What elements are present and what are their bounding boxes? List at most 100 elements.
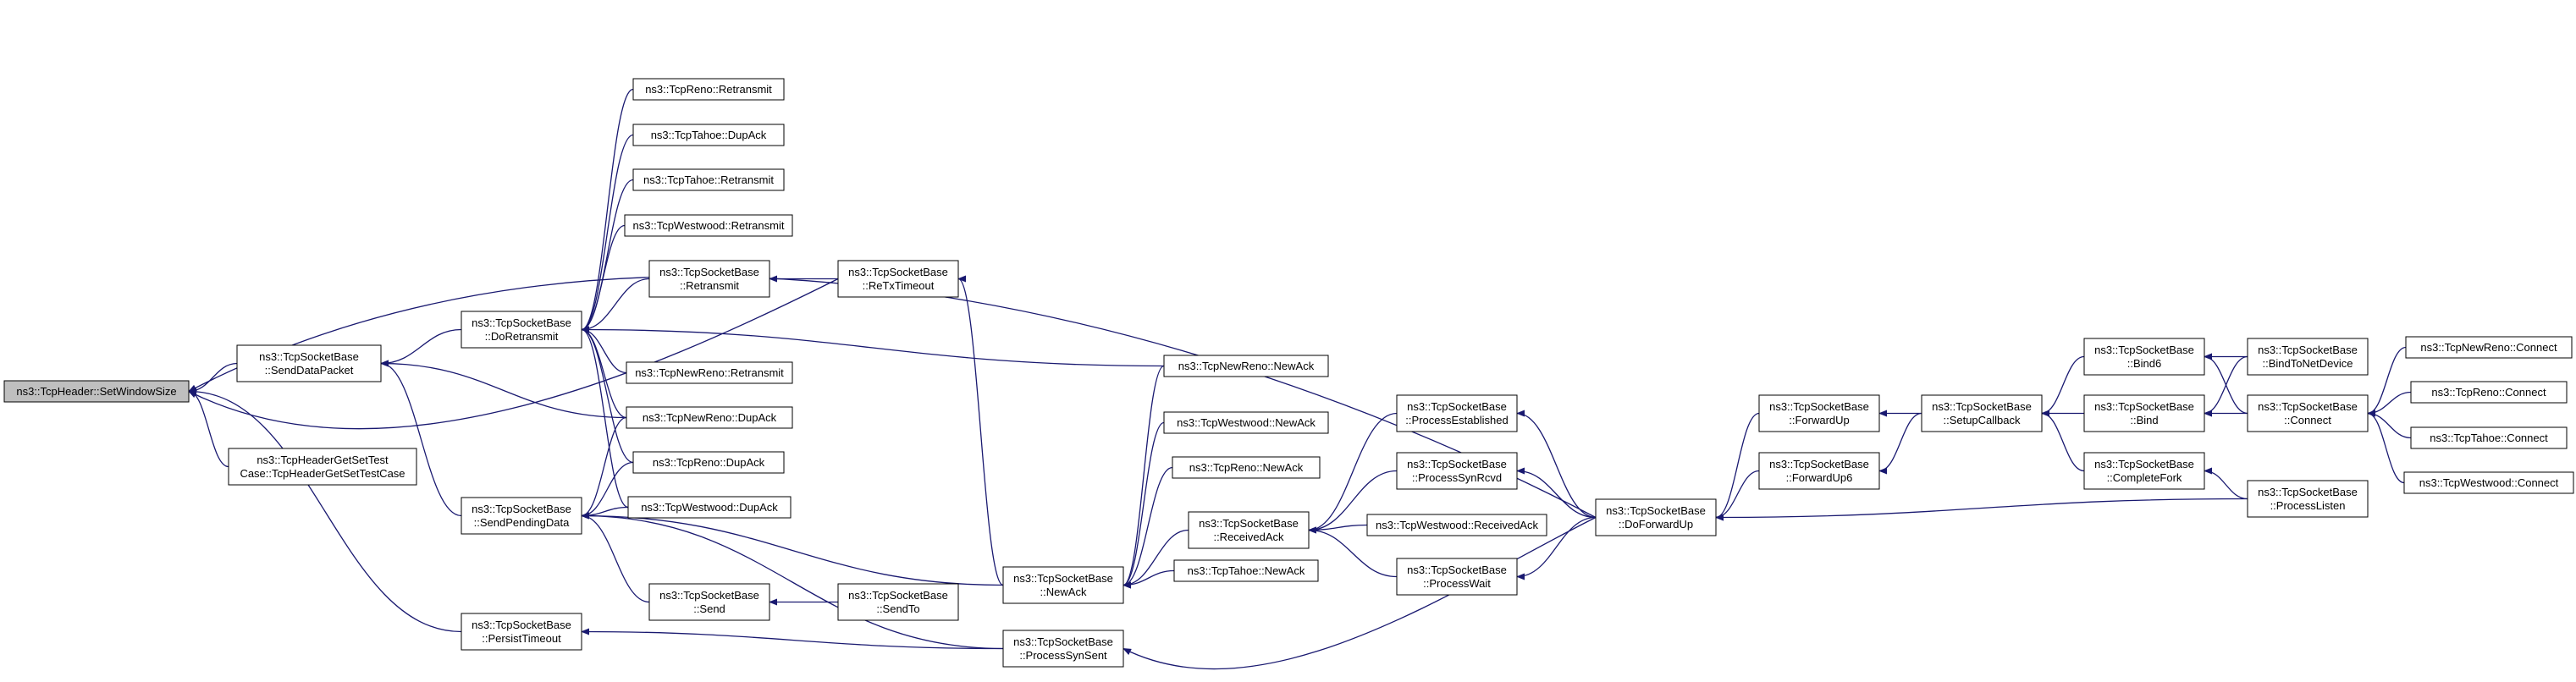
node-senddatapacket[interactable]: ns3::TcpSocketBase::SendDataPacket xyxy=(236,344,382,382)
edge-reno-newack-to-newack xyxy=(1123,466,1173,589)
edge-processlisten-to-doforwardup xyxy=(1715,498,2248,521)
node-label: ns3::TcpSocketBase xyxy=(2258,486,2358,498)
node-westwood-retransmit[interactable]: ns3::TcpWestwood::Retransmit xyxy=(624,214,793,237)
node-label: ns3::TcpWestwood::NewAck xyxy=(1177,416,1316,429)
node-headergetset[interactable]: ns3::TcpHeaderGetSetTestCase::TcpHeaderG… xyxy=(228,448,417,486)
node-box xyxy=(1921,394,2043,432)
node-tahoe-dupack[interactable]: ns3::TcpTahoe::DupAck xyxy=(632,124,785,146)
node-label: Case::TcpHeaderGetSetTestCase xyxy=(240,467,405,480)
node-newreno-connect[interactable]: ns3::TcpNewReno::Connect xyxy=(2405,336,2573,359)
node-westwood-receivedack[interactable]: ns3::TcpWestwood::ReceivedAck xyxy=(1366,514,1547,536)
node-label: ns3::TcpSocketBase xyxy=(472,503,571,515)
node-label: ns3::TcpSocketBase xyxy=(659,266,759,278)
node-connect[interactable]: ns3::TcpSocketBase::Connect xyxy=(2247,394,2369,432)
node-doforwardup[interactable]: ns3::TcpSocketBase::DoForwardUp xyxy=(1595,498,1717,536)
node-newreno-retransmit[interactable]: ns3::TcpNewReno::Retransmit xyxy=(626,361,793,384)
node-sendpendingdata[interactable]: ns3::TcpSocketBase::SendPendingData xyxy=(461,497,582,535)
edge-persisttimeout-to-setwindowsize xyxy=(188,388,462,633)
node-processwait[interactable]: ns3::TcpSocketBase::ProcessWait xyxy=(1396,558,1518,596)
node-forwardup6[interactable]: ns3::TcpSocketBase::ForwardUp6 xyxy=(1758,452,1880,490)
node-setwindowsize[interactable]: ns3::TcpHeader::SetWindowSize xyxy=(3,380,190,403)
edge-processlisten-to-completefork xyxy=(2204,467,2248,500)
edge-tahoe-newack-to-newack xyxy=(1123,569,1175,589)
node-label: ::SetupCallback xyxy=(1943,414,2021,426)
node-forwardup[interactable]: ns3::TcpSocketBase::ForwardUp xyxy=(1758,394,1880,432)
node-westwood-dupack[interactable]: ns3::TcpWestwood::DupAck xyxy=(627,496,792,519)
edge-processsynsent-to-sendpendingdata xyxy=(581,512,1004,650)
node-processestablished[interactable]: ns3::TcpSocketBase::ProcessEstablished xyxy=(1396,394,1518,432)
node-label: ::ProcessEstablished xyxy=(1405,414,1508,426)
node-send[interactable]: ns3::TcpSocketBase::Send xyxy=(648,583,770,621)
node-processlisten[interactable]: ns3::TcpSocketBase::ProcessListen xyxy=(2247,480,2369,518)
node-box xyxy=(626,406,793,429)
node-label: ::Bind6 xyxy=(2127,357,2161,370)
node-completefork[interactable]: ns3::TcpSocketBase::CompleteFork xyxy=(2083,452,2205,490)
node-label: ns3::TcpReno::DupAck xyxy=(653,456,765,469)
node-label: ::SendTo xyxy=(876,602,919,615)
node-label: ::Retransmit xyxy=(680,279,739,292)
node-bind[interactable]: ns3::TcpSocketBase::Bind xyxy=(2083,394,2205,432)
node-newreno-newack[interactable]: ns3::TcpNewReno::NewAck xyxy=(1163,355,1329,377)
edge-newreno-newack-to-newack xyxy=(1123,365,1165,589)
node-box xyxy=(228,448,417,486)
node-label: ::ForwardUp xyxy=(1789,414,1850,426)
edge-newack-to-sendpendingdata xyxy=(581,512,1004,586)
edge-headergetset-to-setwindowsize xyxy=(188,388,229,468)
edge-processsynrcvd-to-receivedack xyxy=(1308,470,1398,534)
node-label: ns3::TcpTahoe::Connect xyxy=(2430,432,2548,444)
node-label: ns3::TcpSocketBase xyxy=(472,619,571,631)
node-reno-connect[interactable]: ns3::TcpReno::Connect xyxy=(2410,381,2568,404)
node-westwood-connect[interactable]: ns3::TcpWestwood::Connect xyxy=(2403,471,2574,494)
node-box xyxy=(2247,338,2369,376)
node-reno-newack[interactable]: ns3::TcpReno::NewAck xyxy=(1172,456,1321,479)
node-box xyxy=(1396,452,1518,490)
node-processsynsent[interactable]: ns3::TcpSocketBase::ProcessSynSent xyxy=(1002,630,1124,668)
node-label: ns3::TcpWestwood::DupAck xyxy=(641,501,778,514)
node-box xyxy=(1002,630,1124,668)
node-box xyxy=(1173,559,1319,582)
node-reno-dupack[interactable]: ns3::TcpReno::DupAck xyxy=(632,451,785,474)
node-bindtonetdevice[interactable]: ns3::TcpSocketBase::BindToNetDevice xyxy=(2247,338,2369,376)
node-base-retransmit[interactable]: ns3::TcpSocketBase::Retransmit xyxy=(648,260,770,298)
node-label: ::Bind xyxy=(2130,414,2158,426)
edge-newreno-dupack-to-doretransmit xyxy=(581,326,627,419)
edge-reno-retransmit-to-doretransmit xyxy=(581,88,634,333)
edge-newreno-dupack-to-senddatapacket xyxy=(380,360,627,419)
node-box xyxy=(1188,511,1310,549)
node-label: ns3::TcpSocketBase xyxy=(659,589,759,602)
node-doretransmit[interactable]: ns3::TcpSocketBase::DoRetransmit xyxy=(461,311,582,349)
node-label: ::ReceivedAck xyxy=(1213,531,1284,543)
node-tahoe-retransmit[interactable]: ns3::TcpTahoe::Retransmit xyxy=(632,168,785,191)
node-label: ns3::TcpReno::Connect xyxy=(2431,386,2546,399)
node-label: ns3::TcpSocketBase xyxy=(848,589,948,602)
node-retxtimeout[interactable]: ns3::TcpSocketBase::ReTxTimeout xyxy=(837,260,959,298)
node-processsynrcvd[interactable]: ns3::TcpSocketBase::ProcessSynRcvd xyxy=(1396,452,1518,490)
node-sendto[interactable]: ns3::TcpSocketBase::SendTo xyxy=(837,583,959,621)
node-label: ::NewAck xyxy=(1040,586,1087,598)
node-tahoe-newack[interactable]: ns3::TcpTahoe::NewAck xyxy=(1173,559,1319,582)
node-westwood-newack[interactable]: ns3::TcpWestwood::NewAck xyxy=(1163,411,1329,434)
node-label: ::PersistTimeout xyxy=(482,632,561,645)
node-box xyxy=(461,311,582,349)
node-box xyxy=(461,497,582,535)
edge-tahoe-retransmit-to-doretransmit xyxy=(581,179,634,333)
node-bind6[interactable]: ns3::TcpSocketBase::Bind6 xyxy=(2083,338,2205,376)
node-label: ::Connect xyxy=(2284,414,2331,426)
node-newreno-dupack[interactable]: ns3::TcpNewReno::DupAck xyxy=(626,406,793,429)
node-setupcallback[interactable]: ns3::TcpSocketBase::SetupCallback xyxy=(1921,394,2043,432)
node-tahoe-connect[interactable]: ns3::TcpTahoe::Connect xyxy=(2410,426,2568,449)
node-label: ns3::TcpSocketBase xyxy=(1769,400,1869,413)
node-label: ns3::TcpTahoe::NewAck xyxy=(1188,564,1305,577)
edge-forwardup-to-doforwardup xyxy=(1715,412,1760,521)
node-receivedack[interactable]: ns3::TcpSocketBase::ReceivedAck xyxy=(1188,511,1310,549)
edge-westwood-connect-to-connect xyxy=(2367,410,2405,484)
node-persisttimeout[interactable]: ns3::TcpSocketBase::PersistTimeout xyxy=(461,613,582,651)
node-box xyxy=(1758,452,1880,490)
node-reno-retransmit[interactable]: ns3::TcpReno::Retransmit xyxy=(632,78,785,101)
node-label: ns3::TcpSocketBase xyxy=(1407,564,1507,576)
node-box xyxy=(627,496,792,519)
node-box xyxy=(2083,394,2205,432)
edge-processsynsent-to-persisttimeout xyxy=(581,628,1004,650)
node-newack[interactable]: ns3::TcpSocketBase::NewAck xyxy=(1002,566,1124,604)
node-box xyxy=(236,344,382,382)
